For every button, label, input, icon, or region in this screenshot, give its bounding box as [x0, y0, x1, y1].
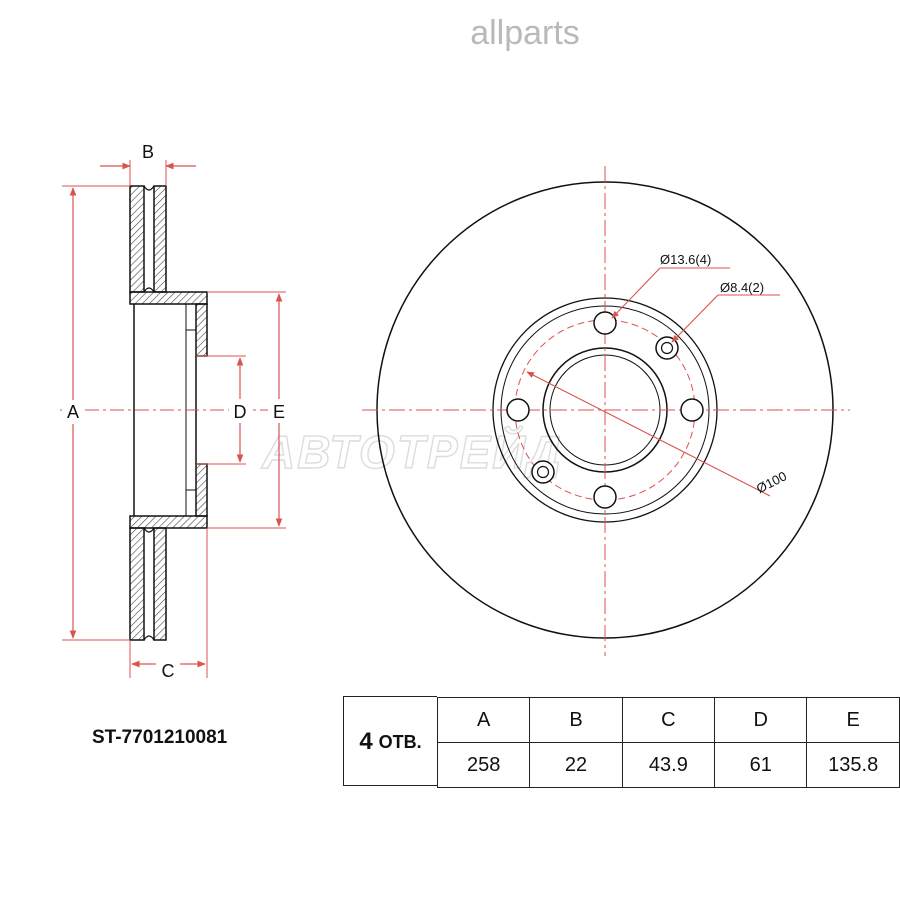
spec-header-c: C [621, 697, 716, 743]
pin-hole-callout: Ø8.4(2) [720, 280, 764, 295]
dimension-label-a: A [67, 402, 79, 422]
spec-table: A B C D E 258 22 43.9 61 135.8 [436, 697, 900, 788]
dimension-label-e: E [273, 402, 285, 422]
spec-value-a: 258 [436, 742, 531, 788]
spec-header-e: E [806, 697, 900, 743]
pcd-callout: Ø100 [754, 468, 789, 496]
hole-count-value: 4 [359, 728, 373, 755]
bolt-holes [506, 311, 704, 509]
quantity-frame [343, 696, 437, 786]
bolt-hole-callout: Ø13.6(4) [660, 252, 711, 267]
spec-value-b: 22 [529, 742, 623, 788]
hole-count-unit: ОТВ. [378, 731, 422, 752]
watermark-text: АВТОТРЕЙД [261, 426, 563, 478]
part-number: ST-7701210081 [92, 727, 228, 748]
brand-logo-text: allparts [470, 14, 580, 52]
bolt-hole [680, 398, 704, 422]
dimension-label-c: C [162, 661, 175, 681]
disc-section-lower [129, 527, 167, 641]
dimension-b: B [100, 142, 196, 186]
spec-header-row: A B C D E [436, 697, 900, 743]
dimension-e: E [207, 291, 290, 529]
side-section-view: A B C D [60, 142, 290, 682]
dimension-d: D [196, 355, 251, 465]
spec-value-d: 61 [714, 742, 808, 788]
spec-header-b: B [529, 697, 623, 743]
spec-value-row: 258 22 43.9 61 135.8 [436, 742, 900, 788]
spec-value-e: 135.8 [806, 742, 900, 788]
disc-section-upper [129, 185, 167, 293]
disc-hat-section [129, 291, 208, 529]
hole-count: 4 ОТВ. [344, 697, 437, 787]
pin-hole [536, 465, 550, 479]
pin-hole [660, 341, 674, 355]
front-view: Ø13.6(4) Ø8.4(2) Ø100 [362, 166, 850, 656]
spec-header-a: A [436, 697, 531, 743]
bolt-hole [506, 398, 530, 422]
spec-value-c: 43.9 [621, 742, 716, 788]
dimension-label-d: D [234, 402, 247, 422]
spec-header-d: D [714, 697, 808, 743]
bolt-hole [593, 311, 617, 335]
dimension-a: A [62, 185, 130, 641]
dimension-c: C [129, 528, 208, 682]
bolt-hole [593, 485, 617, 509]
dimension-label-b: B [142, 142, 154, 162]
